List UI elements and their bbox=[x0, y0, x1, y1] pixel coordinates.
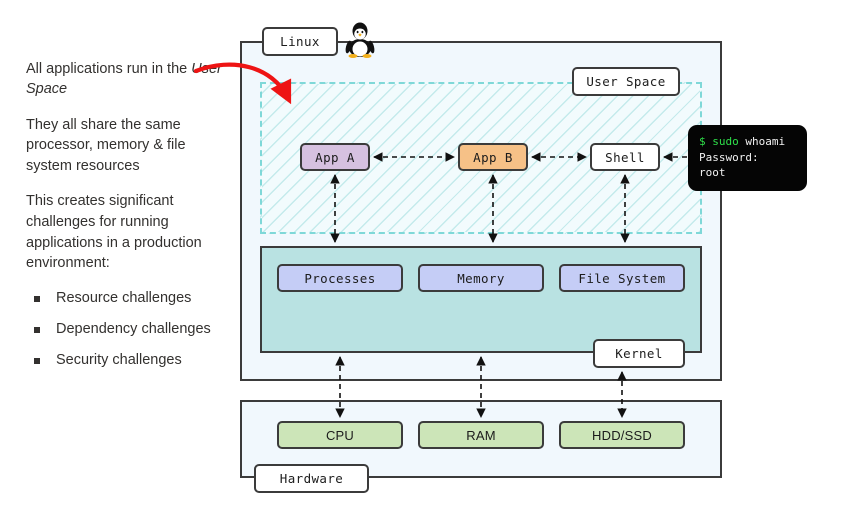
terminal-prompt: $ bbox=[699, 135, 706, 148]
kernel-region bbox=[260, 246, 702, 353]
node-file-system[interactable]: File System bbox=[559, 264, 685, 292]
list-item: Security challenges bbox=[26, 351, 226, 370]
node-app-a[interactable]: App A bbox=[300, 143, 370, 171]
list-item-label: Resource challenges bbox=[56, 289, 192, 306]
paragraph-user-space: All applications run in the User Space bbox=[26, 59, 226, 100]
terminal-popup[interactable]: $ sudo whoami Password: root bbox=[688, 125, 807, 191]
label-linux: Linux bbox=[262, 27, 338, 56]
paragraph-challenges-intro: This creates significant challenges for … bbox=[26, 193, 202, 272]
node-app-b[interactable]: App B bbox=[458, 143, 528, 171]
explanatory-text-column: All applications run in the User Space T… bbox=[26, 44, 226, 382]
list-item-label: Dependency challenges bbox=[56, 320, 211, 337]
label-user-space: User Space bbox=[572, 67, 680, 96]
node-processes[interactable]: Processes bbox=[277, 264, 403, 292]
paragraph-shared-resources: They all share the same processor, memor… bbox=[26, 116, 186, 174]
terminal-password-line: Password: bbox=[699, 150, 759, 164]
node-shell[interactable]: Shell bbox=[590, 143, 660, 171]
label-kernel: Kernel bbox=[593, 339, 685, 368]
userspace-kernel-arrows bbox=[330, 174, 630, 243]
terminal-command: whoami bbox=[745, 135, 786, 148]
terminal-command-line: $ sudo whoami bbox=[699, 134, 807, 150]
terminal-output-line: root bbox=[699, 166, 726, 180]
bullet-square-icon bbox=[34, 357, 40, 364]
annotation-arrow-icon bbox=[193, 62, 292, 105]
label-hardware: Hardware bbox=[254, 464, 369, 493]
list-item: Resource challenges bbox=[26, 289, 226, 308]
node-ram[interactable]: RAM bbox=[418, 421, 544, 449]
tux-penguin-icon bbox=[345, 22, 375, 58]
kernel-hardware-arrows bbox=[335, 356, 627, 418]
list-item-label: Security challenges bbox=[56, 351, 182, 368]
bullet-square-icon bbox=[34, 326, 40, 333]
node-memory[interactable]: Memory bbox=[418, 264, 544, 292]
node-hdd-ssd[interactable]: HDD/SSD bbox=[559, 421, 685, 449]
node-cpu[interactable]: CPU bbox=[277, 421, 403, 449]
terminal-sudo-keyword: sudo bbox=[712, 135, 739, 148]
bullet-square-icon bbox=[34, 295, 40, 302]
paragraph-text: All applications run in the bbox=[26, 60, 192, 77]
challenges-list: Resource challenges Dependency challenge… bbox=[26, 289, 226, 370]
list-item: Dependency challenges bbox=[26, 320, 226, 339]
